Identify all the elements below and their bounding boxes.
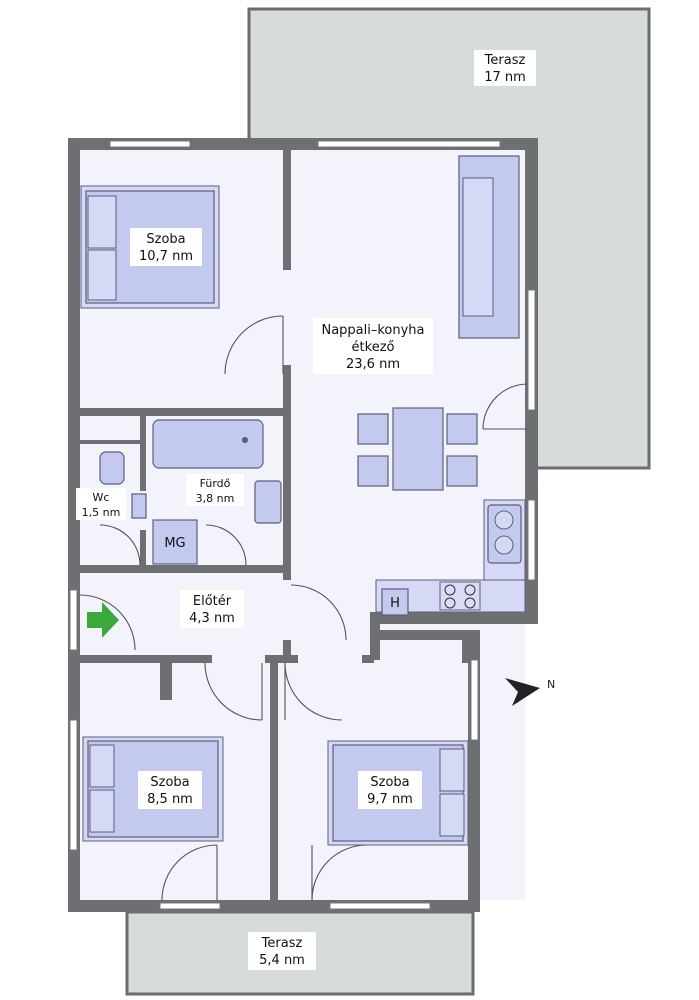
label-bedroom-top: Szoba 10,7 nm <box>130 228 202 266</box>
washing-machine-label: MG <box>164 536 185 551</box>
compass-label: N <box>547 678 555 691</box>
bedroom-left-area: 8,5 nm <box>147 792 193 807</box>
bedroom-right-area: 9,7 nm <box>367 792 413 807</box>
cooktop <box>439 581 481 611</box>
dining-set <box>357 407 478 491</box>
bathroom-name: Fürdő <box>200 477 231 490</box>
heater-label: H <box>390 596 400 611</box>
windows <box>69 140 536 910</box>
terrace-top-area: 17 nm <box>484 70 526 85</box>
bedroom-left-name: Szoba <box>150 775 189 790</box>
label-wc: Wc 1,5 nm <box>76 488 126 520</box>
label-bedroom-right: Szoba 9,7 nm <box>358 771 422 809</box>
label-terrace-bottom: Terasz 5,4 nm <box>248 932 316 970</box>
label-terrace-top: Terasz 17 nm <box>474 50 536 86</box>
wc-sink <box>131 493 147 519</box>
inner-walls <box>80 150 470 900</box>
terrace-bottom-area: 5,4 nm <box>259 953 305 968</box>
toilet <box>99 451 125 485</box>
bathroom-area: 3,8 nm <box>196 492 235 505</box>
living-name-line1: Nappali–konyha <box>321 323 424 338</box>
label-bathroom: Fürdő 3,8 nm <box>186 474 244 506</box>
label-bedroom-left: Szoba 8,5 nm <box>138 771 202 809</box>
bedroom-top-area: 10,7 nm <box>139 249 193 264</box>
bathroom-sink <box>254 480 282 524</box>
wc-area: 1,5 nm <box>82 506 121 519</box>
bathtub <box>152 419 264 469</box>
hall-name: Előtér <box>193 594 232 609</box>
label-hall: Előtér 4,3 nm <box>180 590 244 628</box>
washing-machine: MG <box>152 519 198 565</box>
doors <box>79 315 529 901</box>
entrance-arrow-icon <box>87 602 119 638</box>
living-name-line2: étkező <box>352 340 395 355</box>
north-arrow-icon: N <box>505 678 555 706</box>
living-area: 23,6 nm <box>346 357 400 372</box>
sofa <box>458 155 520 339</box>
terrace-bottom-name: Terasz <box>261 936 303 951</box>
bedroom-right-name: Szoba <box>370 775 409 790</box>
wc-name: Wc <box>93 491 110 504</box>
heater: H <box>381 588 409 616</box>
hall-area: 4,3 nm <box>189 611 235 626</box>
bedroom-top-name: Szoba <box>146 232 185 247</box>
terrace-top-name: Terasz <box>484 53 526 68</box>
label-living: Nappali–konyha étkező 23,6 nm <box>313 318 433 374</box>
